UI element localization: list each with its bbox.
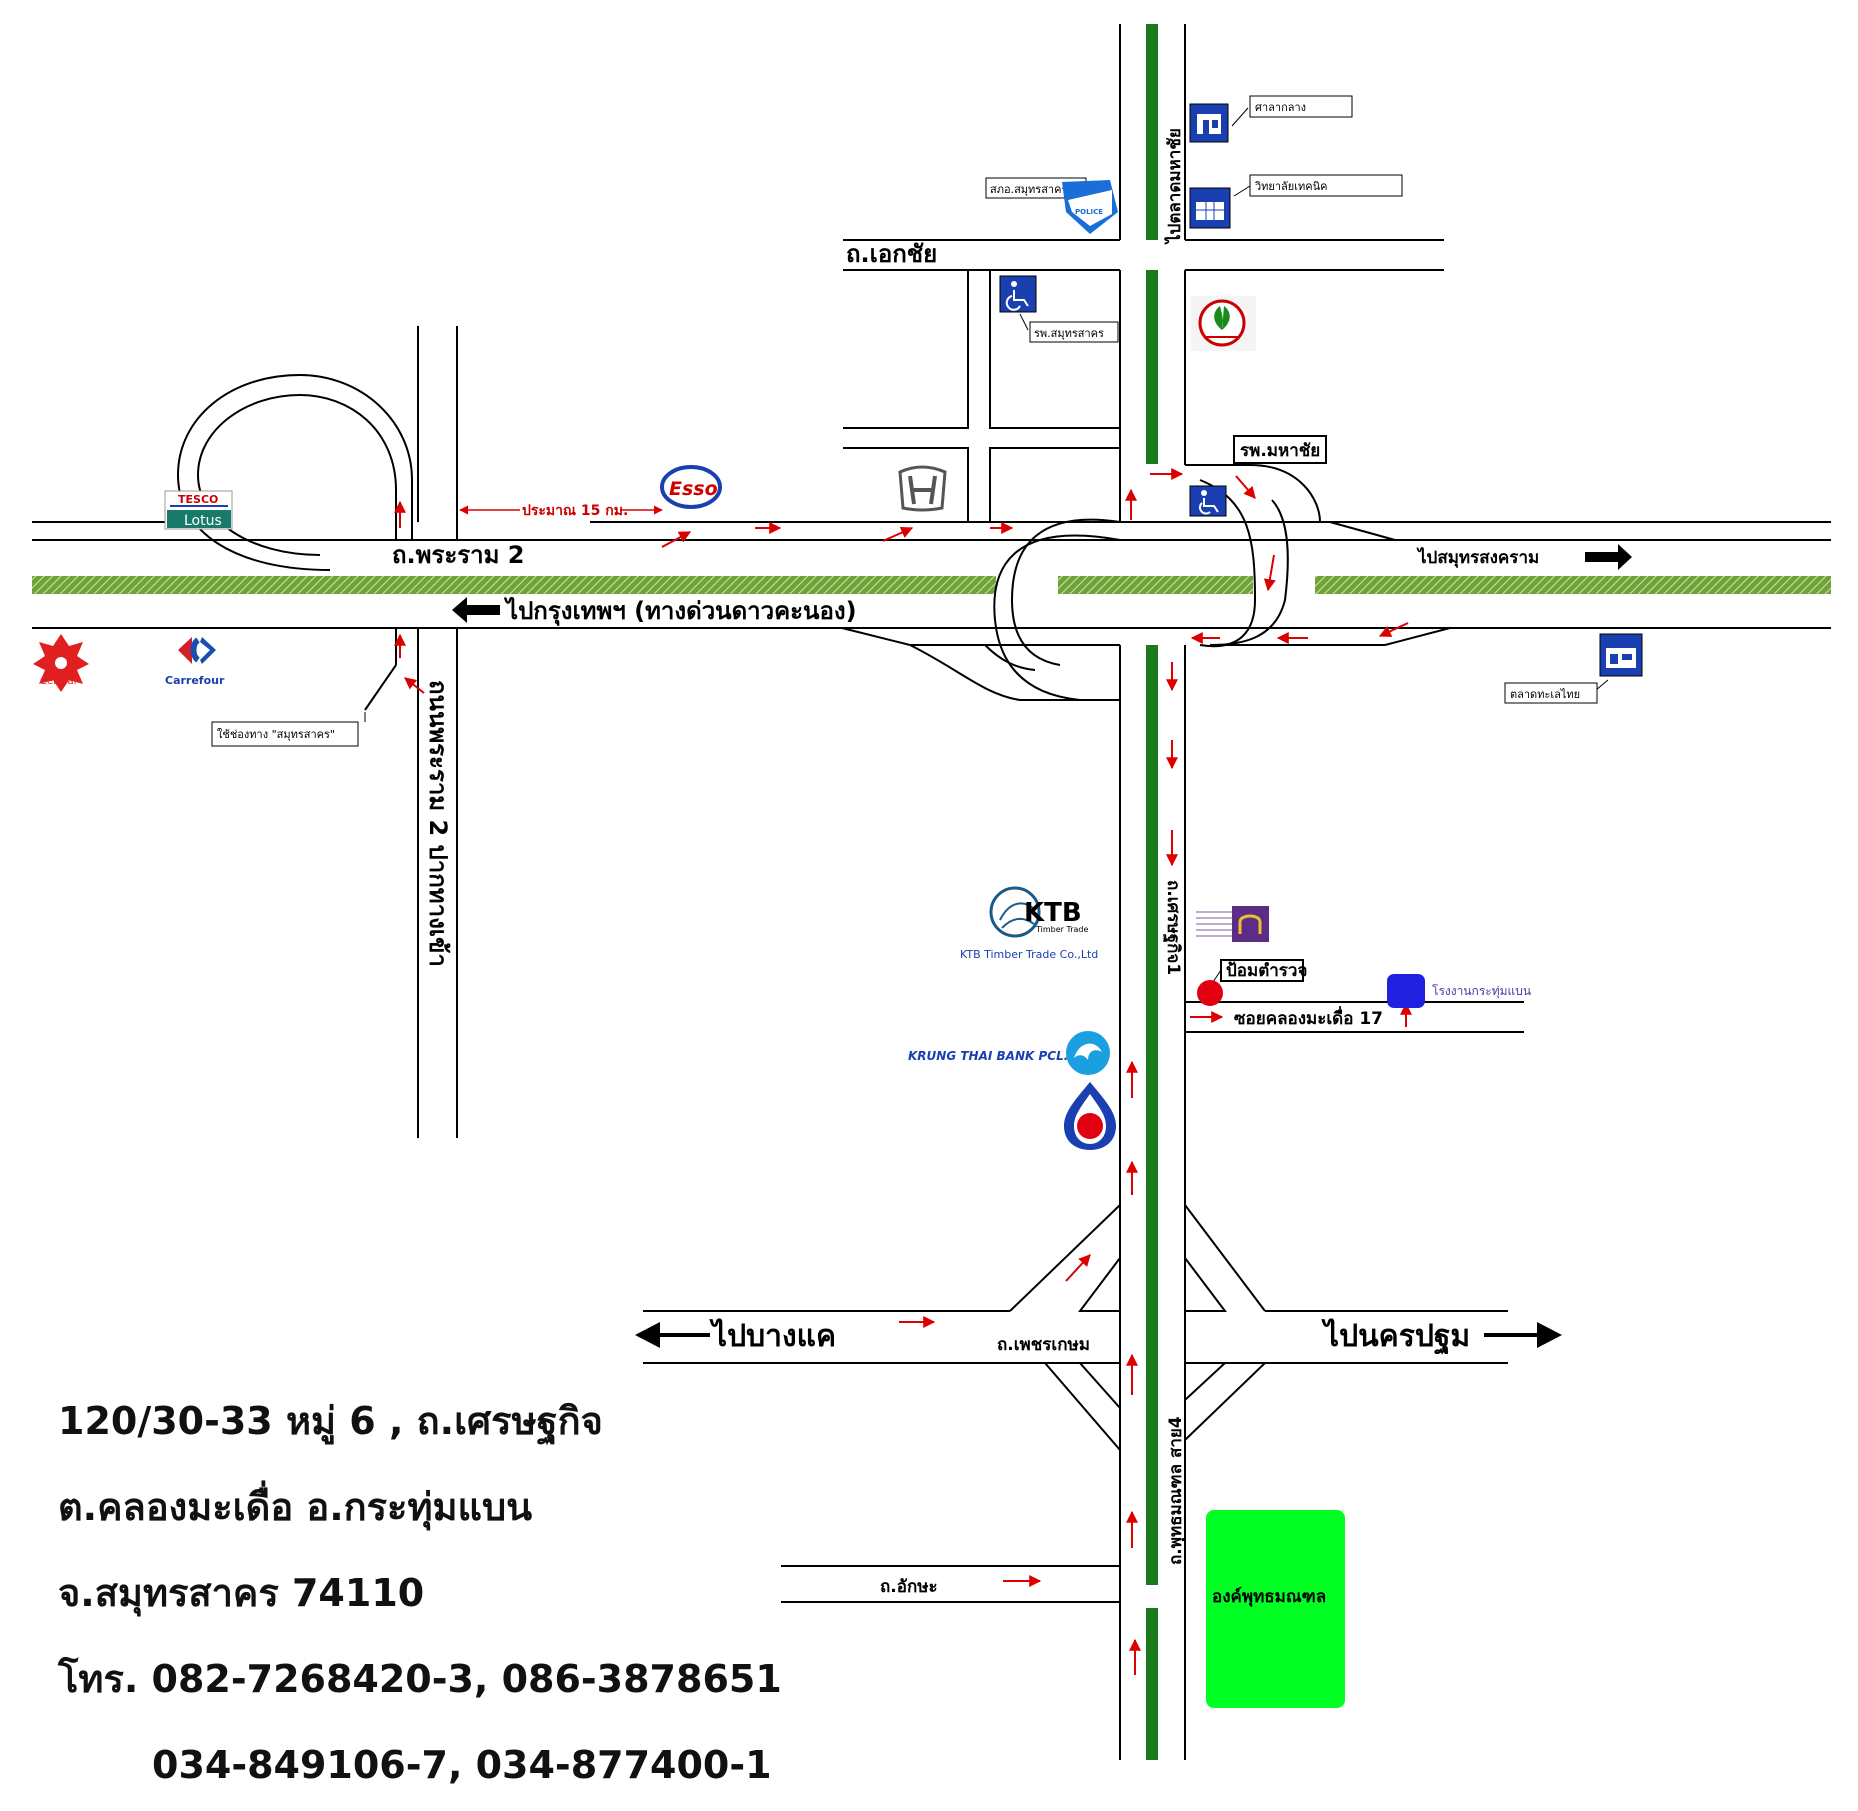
ptt-station-logo [1064, 1082, 1116, 1150]
honda-logo [893, 460, 953, 514]
carrefour-text: Carrefour [165, 674, 225, 687]
direction-to-samut-songkhram-label: ไปสมุทรสงคราม [1416, 547, 1539, 568]
direction-to-bang-khae-label: ไปบางแค [709, 1318, 836, 1354]
police-station-label: สภอ.สมุทรสาคร [990, 183, 1067, 196]
scb-logo-icon [1232, 906, 1269, 942]
rama2-road [32, 521, 1831, 646]
phetkasem-road [643, 1204, 1508, 1451]
lotus-text: Lotus [184, 513, 222, 529]
phutthamonthon-marker: องค์พุทธมณฑล [1206, 1510, 1345, 1708]
ktb-timber-fulltext: KTB Timber Trade Co.,Ltd [960, 948, 1098, 961]
police-box-marker: ป้อมตำรวจ [1197, 959, 1307, 1006]
soi-road [1185, 1001, 1524, 1033]
phutthamonthon-label: องค์พุทธมณฑล [1212, 1586, 1326, 1607]
tesco-text: TESCO [178, 493, 218, 506]
wheelchair-icon [1189, 485, 1227, 517]
samut-sakhon-hospital-label: รพ.สมุทรสาคร [1034, 327, 1104, 340]
carrefour-icon [178, 637, 192, 664]
road-label-left-vertical: ถนนพระราม 2 ปากทางเข้า [424, 680, 452, 967]
road-label-phutthamonthon4: ถ.พุทธมณฑล สาย4 [1166, 1416, 1186, 1565]
main-vertical-road [1119, 24, 1186, 1760]
direction-to-mahachai: ไปตลาดมหาชัย [1164, 128, 1185, 245]
police-box-icon [1197, 980, 1223, 1006]
esso-icon [660, 465, 722, 509]
arrow-right-icon [1537, 1322, 1562, 1348]
krung-thai-bank-logo: KRUNG THAI BANK PCL. [908, 1031, 1110, 1075]
technical-college-marker: วิทยาลัยเทคนิค [1189, 174, 1403, 229]
police-sign-text: POLICE [1075, 208, 1103, 216]
median-gap-1 [996, 575, 1058, 595]
talay-thai-market-label: ตลาดทะเลไทย [1510, 688, 1580, 701]
arrow-left-icon [635, 1322, 660, 1348]
ekachai-road [843, 239, 1444, 271]
arrow-left-icon [452, 597, 500, 623]
central-logo: Central [33, 634, 89, 692]
interchange-loops [909, 464, 1321, 701]
phone-line-1: โทร. 082-7268420-3, 086-3878651 [58, 1657, 782, 1701]
direction-to-nakhon-pathom-label: ไปนครปฐม [1321, 1318, 1470, 1356]
police-box-label: ป้อมตำรวจ [1226, 961, 1307, 981]
address-line-1: 120/30-33 หมู่ 6 , ถ.เศรษฐกิจ [58, 1399, 603, 1443]
main-vertical-median [1146, 24, 1158, 1760]
company-address: 120/30-33 หมู่ 6 , ถ.เศรษฐกิจ ต.คลองมะเด… [58, 1378, 782, 1808]
road-label-setthakit1: ถ.เศรษฐกิจ1 [1162, 880, 1183, 975]
blocks [843, 270, 1120, 522]
phone-line-2: 034-849106-7, 034-877400-1 [152, 1743, 772, 1787]
factory-label: โรงงานกระทุ่มแบน [1432, 984, 1531, 999]
phutthamonthon-area [1206, 1510, 1345, 1708]
ktb-timber-logo: KTB Timber Trade KTB Timber Trade Co.,Lt… [960, 886, 1098, 961]
rama2-median [32, 576, 1831, 594]
direction-to-nakhon-pathom: ไปนครปฐม [1321, 1318, 1562, 1356]
left-vertical-road [417, 326, 458, 1138]
factory-marker: โรงงานกระทุ่มแบน [1387, 974, 1531, 1008]
address-line-3: จ.สมุทรสาคร 74110 [58, 1571, 425, 1615]
police-station-marker: สภอ.สมุทรสาคร POLICE [985, 177, 1118, 234]
direction-to-bangkok-label: ไปกรุงเทพฯ (ทางด่วนดาวคะนอง) [503, 596, 857, 627]
city-hall-label: ศาลากลาง [1255, 101, 1306, 114]
road-label-soi: ซอยคลองมะเดื่อ 17 [1234, 1006, 1383, 1029]
address-line-2: ต.คลองมะเดื่อ อ.กระทุ่มแบน [58, 1485, 533, 1529]
direction-arrows [394, 468, 1412, 1675]
ktb-timber-subtext: Timber Trade [1035, 925, 1088, 934]
honda-icon [898, 465, 947, 512]
mahachai-hospital-label: รพ.มหาชัย [1240, 441, 1320, 461]
aksa-road [781, 1565, 1120, 1603]
median-gap-2 [1253, 575, 1315, 595]
road-label-phetkasem: ถ.เพชรเกษม [997, 1335, 1090, 1355]
technical-college-label: วิทยาลัยเทคนิค [1254, 180, 1327, 193]
factory-icon [1387, 974, 1425, 1008]
krung-thai-text: KRUNG THAI BANK PCL. [908, 1049, 1068, 1063]
esso-logo: Esso [660, 465, 722, 509]
scb-bank-marker [1196, 906, 1269, 942]
direction-to-samut-songkhram: ไปสมุทรสงคราม [1416, 544, 1632, 570]
esso-text: Esso [669, 478, 718, 500]
tesco-lotus-logo: TESCO Lotus [164, 490, 233, 530]
wheelchair-icon [999, 275, 1037, 313]
distance-note: ประมาณ 15 กม. [522, 503, 628, 519]
left-loop [176, 373, 413, 711]
direction-to-bangkok: ไปกรุงเทพฯ (ทางด่วนดาวคะนอง) [452, 596, 857, 627]
use-lane-label: ใช้ช่องทาง "สมุทรสาคร" [217, 728, 335, 741]
ktb-timber-text: KTB [1024, 898, 1082, 928]
talay-thai-market-marker: ตลาดทะเลไทย [1504, 633, 1643, 704]
kasikorn-bank-marker [1191, 296, 1256, 351]
arrow-right-icon [1585, 544, 1632, 570]
use-lane-note: ใช้ช่องทาง "สมุทรสาคร" [211, 712, 366, 747]
ktb-timber-icon [989, 886, 1041, 938]
road-label-rama2: ถ.พระราม 2 [392, 541, 525, 569]
central-text: Central [40, 676, 76, 687]
road-label-ekachai: ถ.เอกชัย [846, 240, 937, 268]
carrefour-logo: Carrefour [165, 637, 225, 687]
samut-sakhon-hospital-marker: รพ.สมุทรสาคร [999, 275, 1119, 343]
city-hall-marker: ศาลากลาง [1189, 95, 1353, 143]
mahachai-hospital-marker: รพ.มหาชัย [1189, 435, 1327, 517]
road-label-aksa: ถ.อักษะ [880, 1577, 938, 1597]
direction-to-bang-khae: ไปบางแค [635, 1318, 836, 1354]
